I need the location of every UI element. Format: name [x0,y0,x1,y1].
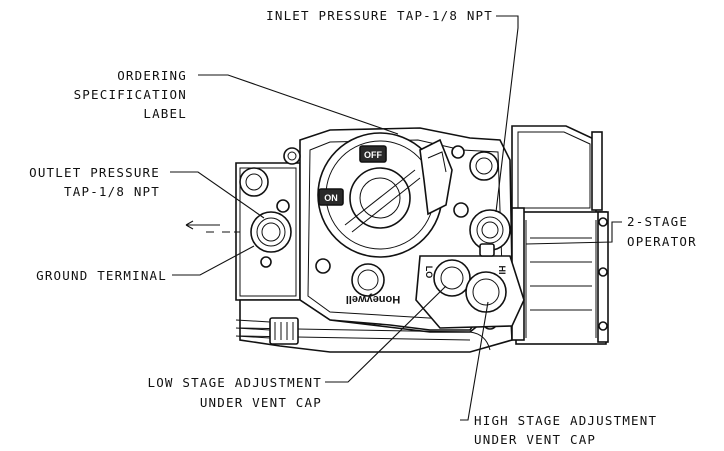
mounting-screws [260,145,498,330]
outlet-lower-port [351,263,385,297]
inlet-pressure-tap-label: INLET PRESSURE TAP-1/8 NPT [266,8,493,23]
ground-terminal-label: GROUND TERMINAL [36,268,167,283]
operator-label-line-1: 2-STAGE [627,214,688,229]
knob-on-label: ON [324,193,338,203]
ordering-label-line-3: LABEL [143,106,187,121]
low-stage-adjustment-callout: LOW STAGE ADJUSTMENT UNDER VENT CAP [147,375,322,410]
outlet-pressure-tap [250,211,292,253]
two-stage-operator [511,125,609,345]
callout-leaders [170,15,622,421]
honeywell-brand: Honeywell [346,293,400,305]
two-stage-operator-callout: 2-STAGE OPERATOR [627,214,697,249]
stage-adjustment-caps: HI LO [415,243,525,329]
outlet-port-upper [239,167,269,197]
low-stage-label-line-2: UNDER VENT CAP [200,395,322,410]
ordering-label-line-2: SPECIFICATION [74,87,187,102]
high-stage-adjustment-callout: HIGH STAGE ADJUSTMENT UNDER VENT CAP [474,413,657,447]
high-stage-label-line-1: HIGH STAGE ADJUSTMENT [474,413,657,428]
outlet-pressure-tap-callout: OUTLET PRESSURE TAP-1/8 NPT [29,165,160,199]
knob-off-label: OFF [364,150,382,160]
outlet-tap-label-line-2: TAP-1/8 NPT [64,184,160,199]
operator-label-line-2: OPERATOR [627,234,697,249]
low-stage-label-line-1: LOW STAGE ADJUSTMENT [147,375,322,390]
ordering-specification-label-callout: ORDERING SPECIFICATION LABEL [74,68,187,121]
high-stage-label-line-2: UNDER VENT CAP [474,432,596,447]
gas-control-knob: OFF ON [317,132,453,258]
inlet-port-upper [469,151,499,181]
low-stage-label: LO [424,266,434,279]
gas-flow-arrow [185,220,240,233]
outlet-tap-label-line-1: OUTLET PRESSURE [29,165,160,180]
high-stage-label: HI [497,266,507,275]
ordering-label-line-1: ORDERING [117,68,187,83]
